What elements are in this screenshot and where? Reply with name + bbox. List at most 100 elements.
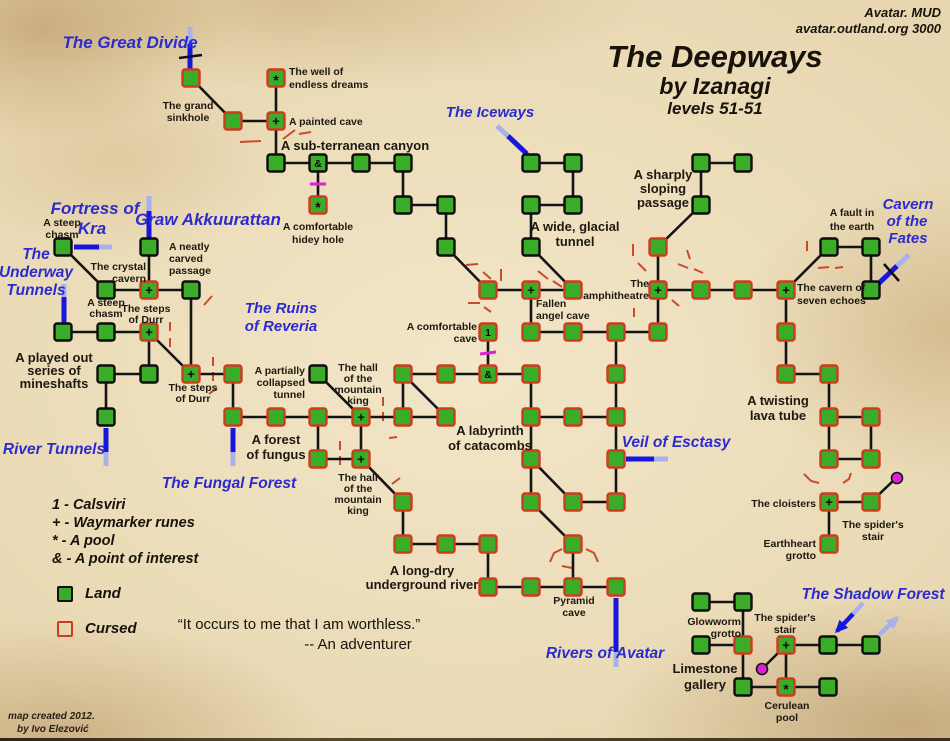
waygate-tick [479, 350, 497, 356]
room-cursed [563, 492, 583, 512]
room-label: lava tube [750, 408, 806, 423]
room-cursed [563, 322, 583, 342]
curse-dash [282, 129, 296, 140]
room-symbol-1: 1 [485, 327, 491, 339]
curse-dash [817, 266, 830, 269]
curse-dash [552, 280, 563, 288]
room-cursed [139, 280, 159, 300]
room [818, 677, 838, 697]
area-label: Veil of Esctasy [622, 434, 732, 451]
room-cursed [308, 449, 328, 469]
room-label: mineshafts [20, 376, 89, 391]
room [521, 237, 541, 257]
room-symbol-+: + [782, 638, 790, 653]
room-cursed [393, 407, 413, 427]
room [139, 237, 159, 257]
room [393, 153, 413, 173]
area-label: The Great Divide [62, 33, 197, 52]
room [819, 237, 839, 257]
room [351, 153, 371, 173]
room-label: Cerulean [765, 700, 810, 712]
room-symbol-*: * [273, 72, 279, 88]
room-cursed [393, 534, 413, 554]
area-label: The Ruins [245, 300, 318, 317]
room-label: A fault in [830, 207, 875, 219]
room [308, 153, 328, 173]
room-label: king [347, 395, 369, 407]
room-label: cavern [112, 273, 146, 285]
site-address: Avatar. MUD avatar.outland.org 3000 [796, 5, 941, 37]
area-label: Cavern [883, 196, 934, 213]
room-label: passage [169, 265, 211, 277]
room-label: A comfortable [283, 221, 353, 233]
credit-author: by Ivo Elezović [17, 724, 89, 735]
room-cursed [478, 364, 498, 384]
room [733, 153, 753, 173]
room [861, 635, 881, 655]
room-label: A comfortable [407, 321, 477, 333]
room-label: series of [27, 363, 81, 378]
room-symbol-&: & [484, 369, 492, 381]
room-symbol-*: * [315, 199, 321, 215]
room [96, 364, 116, 384]
room [96, 280, 116, 300]
room-cursed [819, 449, 839, 469]
curse-dash [482, 271, 492, 280]
room-cursed [436, 364, 456, 384]
room-cursed [648, 322, 668, 342]
curse-dash [686, 249, 691, 260]
curse-dash [637, 262, 647, 272]
exit-arrow [851, 601, 865, 616]
room [53, 237, 73, 257]
cursed-swatch [57, 620, 73, 637]
river-line [876, 264, 899, 286]
room-label: stair [774, 624, 796, 636]
map-title-block: The Deepways by Izanagi levels 51-51 [565, 41, 865, 119]
room-cursed [393, 364, 413, 384]
room-cursed [861, 449, 881, 469]
room-cursed [606, 364, 626, 384]
room-cursed [733, 635, 753, 655]
room-cursed [521, 322, 541, 342]
room-label: A neatly [169, 241, 210, 253]
curse-arc [549, 548, 563, 563]
room-cursed [691, 280, 711, 300]
room-label: grotto [786, 550, 816, 562]
area-label: Graw Akkuurattan [135, 210, 281, 229]
room-symbol-+: + [825, 495, 833, 510]
room-cursed [648, 280, 668, 300]
room-label: chasm [89, 308, 122, 320]
room [436, 195, 456, 215]
curse-dash [677, 263, 689, 269]
curse-arc [585, 548, 599, 563]
room-label: sloping [640, 181, 686, 196]
curse-dash [671, 299, 680, 307]
room-label: A wide, glacial [530, 219, 619, 234]
room-cursed [223, 364, 243, 384]
room [139, 364, 159, 384]
room-label: The hall [338, 362, 378, 374]
room-label: The steps [121, 303, 170, 315]
room-cursed [606, 322, 626, 342]
parchment-bottom-edge [0, 738, 950, 741]
curse-arc [803, 473, 820, 484]
curse-dash [239, 140, 262, 143]
area-label: Fates [888, 230, 927, 247]
room-cursed [819, 407, 839, 427]
room-symbol-+: + [654, 283, 662, 298]
room-cursed [606, 449, 626, 469]
room-cursed [819, 492, 839, 512]
room-cursed [776, 280, 796, 300]
curse-dash [465, 263, 479, 266]
curse-dash [537, 270, 549, 280]
room [861, 280, 881, 300]
room-cursed [606, 577, 626, 597]
room-label: grotto [711, 628, 741, 640]
room-cursed [266, 68, 286, 88]
site-host: avatar.outland.org 3000 [795, 21, 941, 36]
room-label: of catacombs [448, 438, 532, 453]
room-symbol-+: + [357, 452, 365, 467]
area-label: The Shadow Forest [802, 586, 946, 603]
room-label: tunnel [274, 389, 306, 401]
